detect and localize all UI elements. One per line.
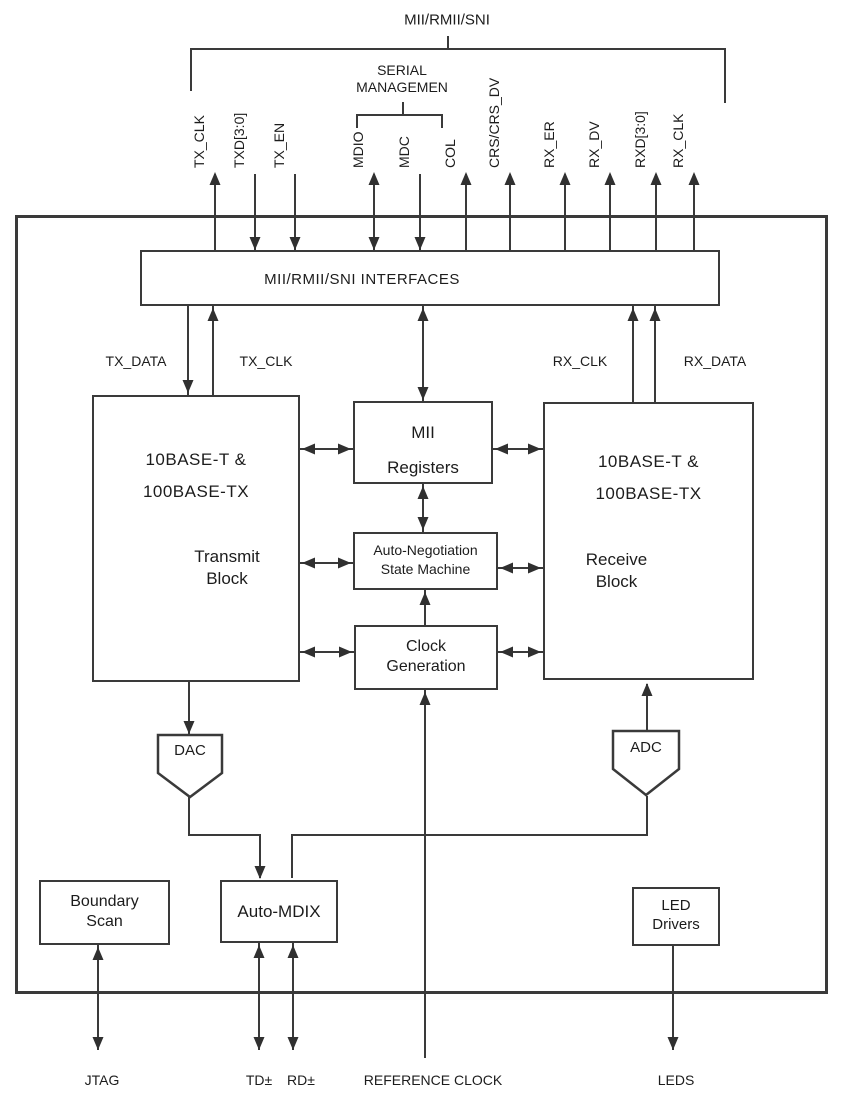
signal-label-tx-en: TX_EN [271, 122, 287, 168]
led-drivers-line2: Drivers [652, 916, 700, 933]
clock-generation-line1: Clock [405, 638, 446, 655]
receive-line2: 100BASE-TX [595, 484, 702, 503]
mii-bracket [190, 48, 726, 103]
signal-label-txd: TXD[3:0] [231, 112, 247, 168]
rx-data-label: RX_DATA [683, 353, 747, 369]
auto-negotiation-block: Auto-Negotiation State Machine [353, 532, 498, 590]
transmit-block: 10BASE-T & 100BASE-TX Transmit Block [92, 395, 300, 682]
chip-boundary [15, 215, 828, 994]
signal-label-mdio: MDIO [350, 131, 366, 168]
boundary-scan-line2: Scan [86, 913, 123, 930]
dac-shape [156, 733, 224, 799]
signal-label-rx-er: RX_ER [541, 121, 557, 168]
reference-clock-pin-label: REFERENCE CLOCK [363, 1072, 503, 1088]
leds-pin-label: LEDS [657, 1072, 695, 1088]
clock-generation-block: Clock Generation [354, 625, 498, 690]
led-drivers-block: LED Drivers [632, 887, 720, 946]
auto-mdix-block: Auto-MDIX [220, 880, 338, 943]
interfaces-block: MII/RMII/SNI INTERFACES [140, 250, 720, 306]
transmit-line3: Transmit [194, 547, 260, 566]
serial-management-line1: SERIAL [377, 62, 427, 78]
clock-generation-line2: Generation [386, 658, 466, 675]
rx-clk-internal-label: RX_CLK [552, 353, 608, 369]
led-drivers-line1: LED [661, 897, 691, 914]
signal-label-rx-clk: RX_CLK [670, 113, 686, 168]
interfaces-block-label: MII/RMII/SNI INTERFACES [264, 271, 460, 288]
auto-negotiation-line2: State Machine [380, 561, 471, 577]
adc-label: ADC [630, 739, 662, 756]
receive-line3: Receive [585, 550, 648, 569]
boundary-scan-line1: Boundary [70, 893, 139, 910]
diagram-title: MII/RMII/SNI [404, 11, 490, 29]
auto-mdix-label: Auto-MDIX [237, 902, 321, 921]
receive-line4: Block [595, 572, 638, 591]
rd-pin-label: RD± [287, 1072, 315, 1088]
auto-negotiation-line1: Auto-Negotiation [373, 542, 478, 558]
signal-label-rxd: RXD[3:0] [632, 111, 648, 168]
dac-label: DAC [174, 742, 206, 759]
jtag-pin-label: JTAG [84, 1072, 120, 1088]
adc-shape [611, 729, 681, 797]
tx-data-label: TX_DATA [105, 353, 167, 369]
serial-bracket [356, 114, 443, 128]
serial-management-label: SERIAL MANAGEMEN [356, 62, 448, 96]
mii-registers-line1: MII [411, 423, 435, 442]
transmit-line1: 10BASE-T & [145, 450, 247, 469]
signal-label-tx-clk: TX_CLK [191, 115, 207, 168]
td-pin-label: TD± [245, 1072, 273, 1088]
signal-label-mdc: MDC [396, 136, 412, 168]
receive-line1: 10BASE-T & [597, 452, 700, 471]
receive-block: 10BASE-T & 100BASE-TX Receive Block [543, 402, 754, 680]
arrowheads [92, 172, 700, 1050]
signal-label-crs: CRS/CRS_DV [486, 77, 502, 168]
signal-label-col: COL [442, 139, 458, 168]
boundary-scan-block: Boundary Scan [39, 880, 170, 945]
transmit-line4: Block [206, 569, 248, 588]
tx-clk-internal-label: TX_CLK [239, 353, 293, 369]
serial-management-line2: MANAGEMEN [356, 79, 448, 95]
mii-registers-line2: Registers [387, 458, 459, 477]
mii-registers-block: MII Registers [353, 401, 493, 484]
signal-label-rx-dv: RX_DV [586, 121, 602, 168]
transmit-line2: 100BASE-TX [142, 482, 250, 501]
